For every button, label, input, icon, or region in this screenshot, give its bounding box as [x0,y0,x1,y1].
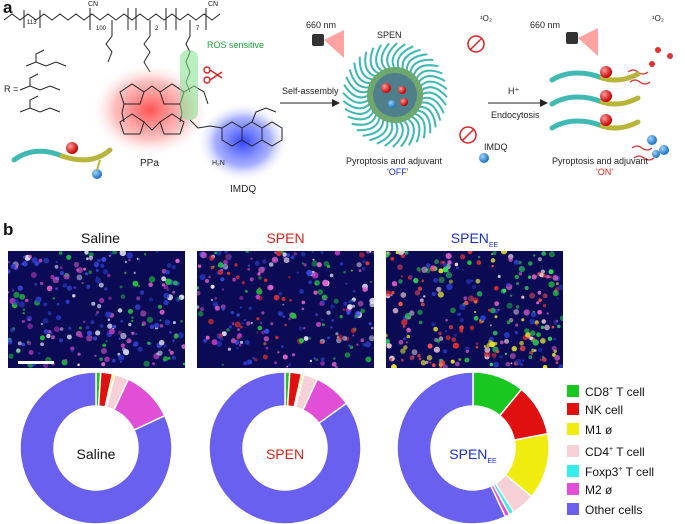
title-spen: SPEN [266,230,305,246]
legend-swatch-foxp3 [567,465,579,477]
off-caption: Pyroptosis and adjuvant [346,156,443,166]
ros-linker-highlight [180,50,198,120]
ppa-ball-icon [66,142,78,154]
light-wavelength-2: 660 nm [530,20,561,30]
block1-subscript: 100 [96,26,107,32]
legend-swatch-m2 [567,483,579,495]
ppa-label: PPa [140,158,159,169]
nh2-label: H₂N [212,160,225,167]
imdq-glow [197,102,289,182]
legend-swatch-other [567,503,579,515]
legend-item-nk: NK cell [567,401,623,419]
scissors-icon [203,66,223,84]
endocytosis-arrow [488,99,548,107]
cn-label-2: CN [208,1,219,8]
legend-label-nk: NK cell [585,403,624,417]
light-wavelength-1: 660 nm [306,20,337,30]
legend-item-m2: M2 ø [567,481,612,499]
self-assembly-arrow [280,99,340,107]
on-caption: Pyroptosis and adjuvant [552,156,649,166]
blocked-icon-o2 [467,35,485,53]
donut-slice-other [208,372,362,524]
donut-slice-other [19,372,173,524]
singlet-oxygen-label-on: ¹O₂ [652,14,664,23]
spen-micelle-drawing [342,42,448,148]
imdq-release-ball-icon [479,153,489,163]
legend-label-m1: M1 ø [585,423,613,437]
legend-label-foxp3: Foxp3 [585,465,619,479]
donut-slice-other [396,372,507,524]
title-spen-ee: SPENEE [450,230,499,249]
donut-charts [19,372,550,524]
laser-icon-1 [312,30,344,58]
singlet-oxygen-label-off: ¹O₂ [480,14,492,23]
micrograph-spen [197,251,374,368]
endocytosis-label: Endocytosis [491,110,540,120]
legend-item-m1: M1 ø [567,421,612,439]
h-plus-label: H⁺ [508,86,520,96]
on-state-label: 'ON' [596,167,613,177]
panel-letter-b: b [3,220,14,239]
legend-label-m2: M2 ø [585,483,613,497]
blocked-icon-imdq [459,126,477,144]
micrograph-spen-ee [386,251,563,368]
legend-label-cd4: CD4 [585,445,610,459]
legend-item-foxp3: Foxp3+ T cell [567,461,654,479]
donut-label-saline: Saline [76,446,116,462]
title-saline: Saline [81,230,120,246]
cn-label-1: CN [88,1,99,8]
imdq-release-label: IMDQ [484,142,508,152]
imdq-ball-icon [92,169,102,179]
donut-label-spen-ee: SPENEE [449,446,497,465]
legend-swatch-nk [567,403,579,415]
disassembled-chains-drawing [549,47,673,161]
scale-bar [18,361,54,364]
block3-subscript: 7 [196,26,200,32]
r-group-label: R = [4,84,19,94]
block2-subscript: 2 [155,26,159,32]
spen-micelle-label: SPEN [377,30,402,40]
laser-icon-2 [566,28,598,56]
legend-label-cd8: CD8 [585,385,610,399]
peg-subscript: 113 [27,20,37,26]
legend-swatch-cd8 [567,385,579,397]
legend-item-cd8: CD8+ T cell [567,381,645,399]
self-assembly-label: Self-assembly [282,86,339,96]
legend-item-cd4: CD4+ T cell [567,441,645,459]
legend-item-other: Other cells [567,501,642,519]
polymer-structure-drawing [3,8,289,182]
donut-label-spen: SPEN [265,446,305,462]
ros-sensitive-label: ROS sensitive [207,40,265,50]
panel-letter-a: a [3,0,13,17]
micrograph-saline [8,251,185,368]
legend-swatch-m1 [567,423,579,435]
legend-label-other: Other cells [585,503,643,517]
legend-swatch-cd4 [567,445,579,457]
off-state-label: 'OFF' [387,167,409,177]
imdq-label: IMDQ [230,184,257,195]
